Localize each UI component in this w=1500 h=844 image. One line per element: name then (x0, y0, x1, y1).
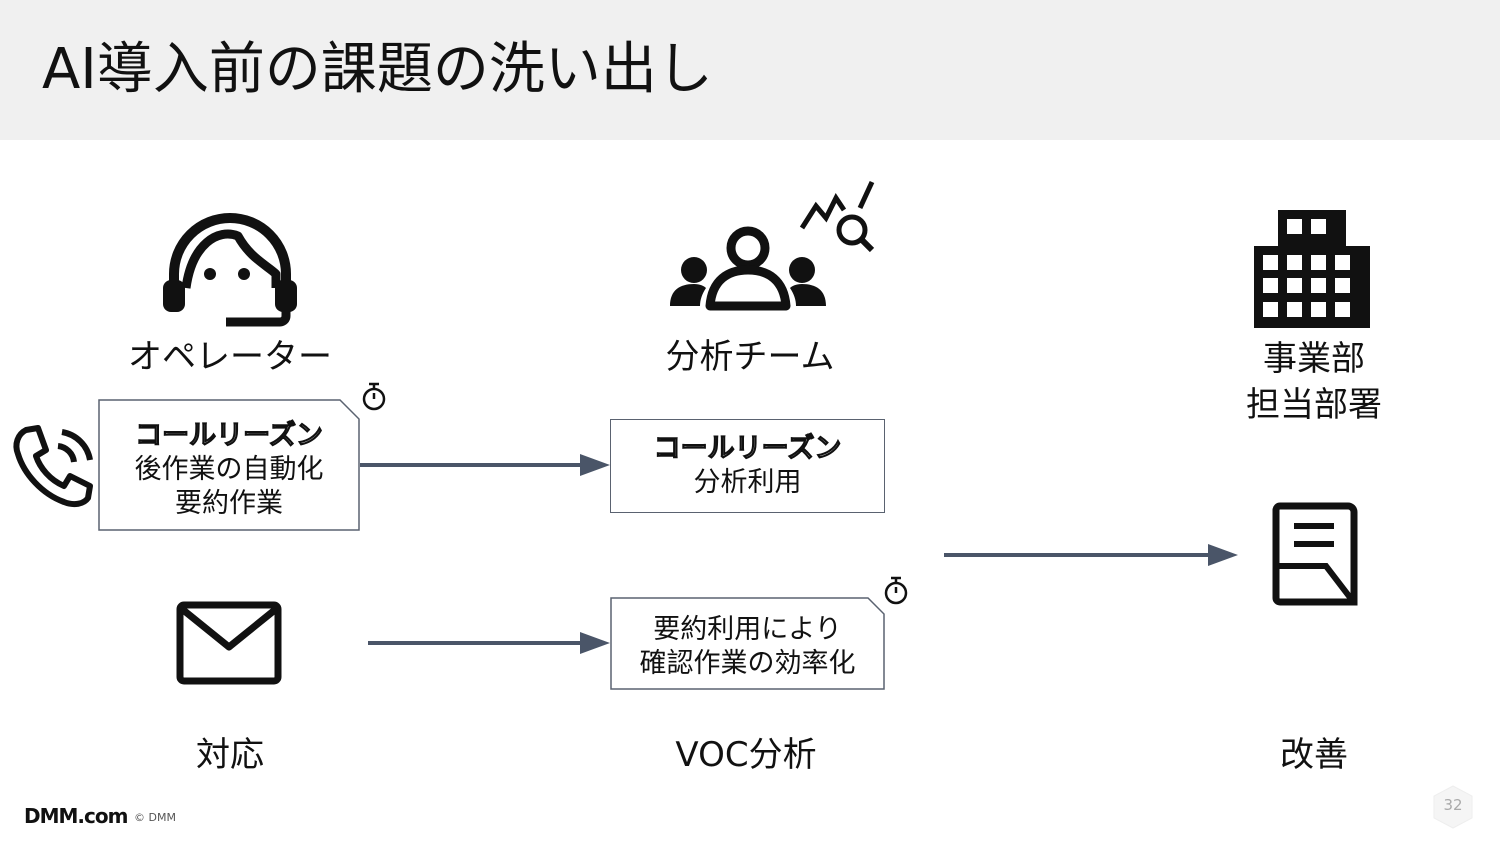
call-reason-heading: コールリーズン (653, 432, 842, 464)
arrow-operator-to-analysis (360, 454, 610, 476)
phone-icon (13, 425, 93, 508)
label-voc-analysis: VOC分析 (675, 735, 817, 775)
label-business-dept: 事業部 担当部署 (1194, 336, 1434, 428)
operator-note-box: コールリーズン 後作業の自動化 要約作業 (98, 399, 360, 531)
stopwatch-icon (362, 382, 386, 411)
header-band (0, 0, 1500, 140)
operator-note-box-frame (98, 399, 360, 531)
call-reason-analysis-text: コールリーズン 分析利用 (611, 432, 884, 500)
arrow-analysis-to-business (944, 544, 1238, 566)
operator-note-line-1: 後作業の自動化 (134, 454, 324, 485)
team-analysis-icon (670, 180, 875, 311)
summary-note-text: 要約利用により 確認作業の効率化 (610, 613, 885, 681)
copyright: © DMM (134, 811, 176, 824)
label-analysis-team: 分析チーム (665, 337, 835, 377)
label-business-dept-line-1: 事業部 (1263, 339, 1365, 379)
page-number: 32 (1443, 796, 1463, 814)
operator-note-line-2: 要約作業 (175, 488, 283, 519)
headset-operator-icon (163, 213, 297, 327)
call-reason-analysis-box: コールリーズン 分析利用 (610, 419, 885, 513)
page-number-badge: 32 (1430, 784, 1476, 830)
arrow-mail-to-analysis (368, 632, 610, 654)
summary-note-line-1: 要約利用により (653, 614, 842, 645)
summary-note-line-2: 確認作業の効率化 (639, 648, 856, 679)
stopwatch-icon (884, 576, 908, 605)
page-title: AI導入前の課題の洗い出し (42, 37, 713, 102)
summary-note-box: 要約利用により 確認作業の効率化 (610, 597, 885, 690)
summary-note-box-frame (610, 597, 885, 690)
page-number-hexagon (1433, 785, 1473, 829)
label-improvement: 改善 (1280, 735, 1348, 775)
label-operator: オペレーター (128, 337, 332, 377)
operator-note-text: コールリーズン 後作業の自動化 要約作業 (98, 419, 360, 521)
label-business-dept-line-2: 担当部署 (1246, 385, 1382, 425)
call-reason-line-1: 分析利用 (693, 467, 802, 498)
mail-icon (176, 601, 282, 685)
dmm-logo: DMM.com (24, 804, 128, 828)
building-icon (1254, 210, 1370, 328)
document-icon (1272, 502, 1358, 606)
label-response: 対応 (196, 735, 264, 775)
operator-note-heading: コールリーズン (135, 419, 324, 451)
